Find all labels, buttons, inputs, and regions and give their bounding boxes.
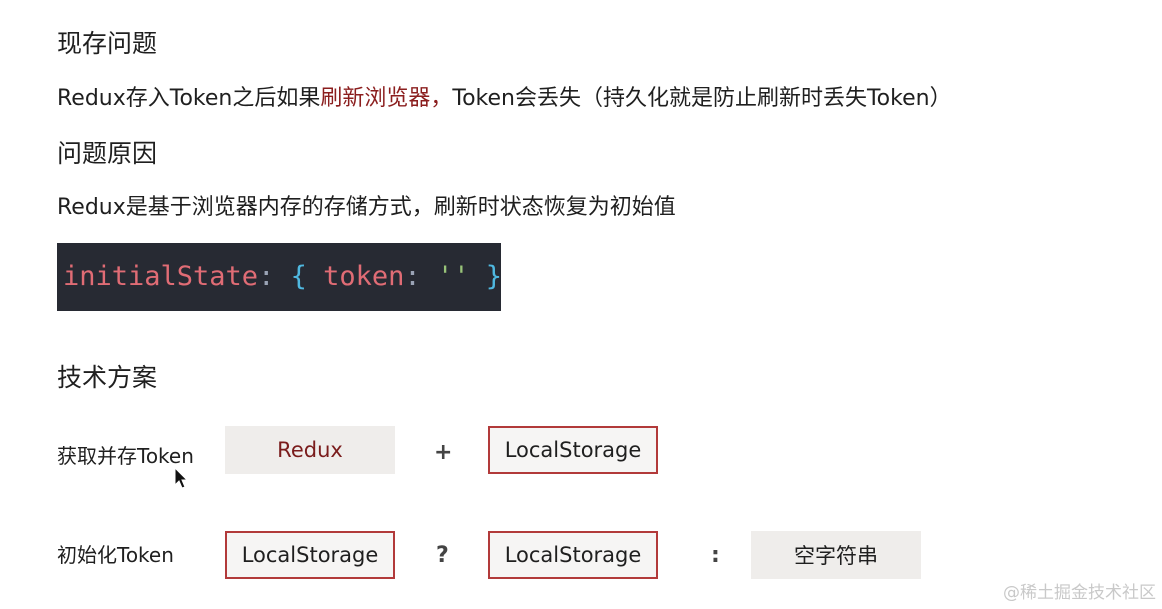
problem-text-prefix: Redux存入Token之后如果 (57, 86, 321, 111)
localstorage-box-3: LocalStorage (488, 531, 658, 579)
cause-text: Redux是基于浏览器内存的存储方式，刷新时状态恢复为初始值 (57, 195, 676, 220)
code-colon: : (258, 261, 275, 292)
ternary-colon-operator: : (711, 543, 720, 568)
cause-heading: 问题原因 (57, 139, 158, 168)
watermark: @稀土掘金技术社区 (1003, 583, 1156, 603)
problem-text-highlight: 刷新浏览器， (320, 86, 453, 111)
plus-operator: + (434, 440, 453, 465)
mouse-cursor-icon (174, 467, 189, 489)
localstorage-box-2: LocalStorage (225, 531, 395, 579)
code-snippet: initialState: { token: '' } (57, 243, 502, 311)
problem-text: Redux存入Token之后如果刷新浏览器，Token会丢失（持久化就是防止刷新… (57, 80, 952, 112)
row1-label: 获取并存Token (57, 444, 194, 468)
problem-heading: 现存问题 (57, 29, 158, 58)
code-key: token (323, 261, 405, 292)
problem-text-suffix: Token会丢失（持久化就是防止刷新时丢失Token） (452, 86, 952, 111)
ternary-question-operator: ? (436, 543, 449, 568)
code-value: '' (436, 261, 470, 292)
code-identifier: initialState (63, 261, 259, 292)
empty-string-box: 空字符串 (751, 531, 921, 579)
redux-box: Redux (225, 426, 395, 474)
solution-heading: 技术方案 (57, 363, 158, 392)
localstorage-box-1: LocalStorage (488, 426, 658, 474)
code-close-brace: } (485, 261, 502, 292)
code-colon-2: : (404, 261, 421, 292)
code-open-brace: { (290, 261, 307, 292)
row2-label: 初始化Token (57, 543, 174, 567)
